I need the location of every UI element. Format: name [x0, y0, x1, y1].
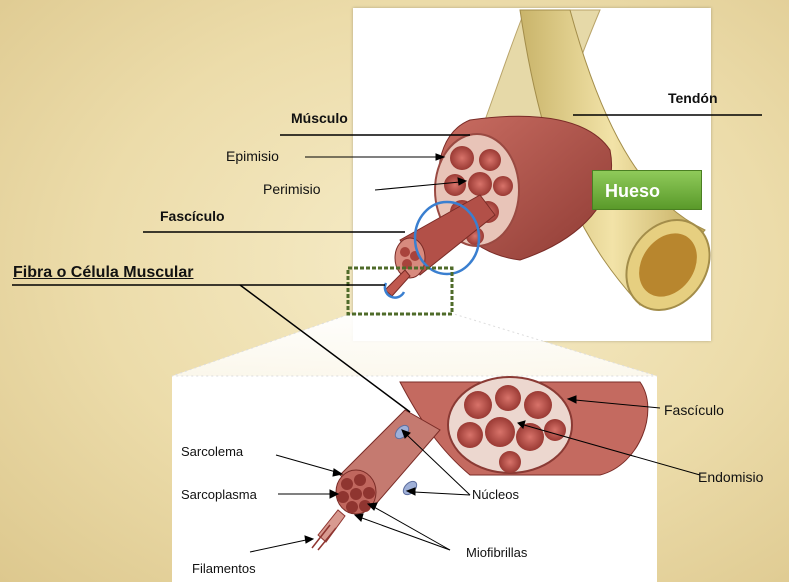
perimisio-label: Perimisio [263, 181, 321, 197]
musculo-label: Músculo [291, 110, 348, 126]
sarcolema-arrow [276, 455, 336, 472]
nucleos-arrow-2 [414, 492, 470, 495]
epimisio-label: Epimisio [226, 148, 279, 164]
filamentos-label: Filamentos [192, 561, 256, 576]
fibra-label: Fibra o Célula Muscular [13, 264, 193, 282]
miofibrillas-arrow-1 [374, 507, 450, 550]
endomisio-label: Endomisio [698, 469, 763, 485]
sarcolema-label: Sarcolema [181, 444, 243, 459]
hueso-badge: Hueso [592, 170, 702, 210]
filamentos-arrow [250, 540, 306, 552]
miofibrillas-label: Miofibrillas [466, 545, 527, 560]
fasciculo-top-label: Fascículo [160, 208, 225, 224]
sarcoplasma-label: Sarcoplasma [181, 487, 257, 502]
fasciculo-bottom-label: Fascículo [664, 402, 724, 418]
miofibrillas-arrow-2 [362, 518, 450, 550]
tendon-label: Tendón [668, 90, 718, 106]
zoom-fan [172, 314, 657, 376]
nucleos-label: Núcleos [472, 487, 519, 502]
